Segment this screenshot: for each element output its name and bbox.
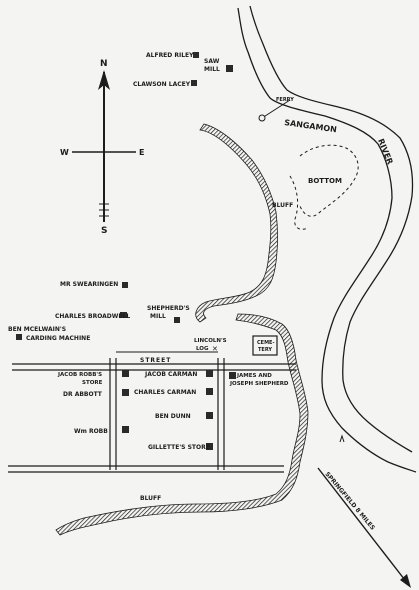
bottom-contours — [289, 144, 359, 230]
building-jacob-robbs-store — [122, 370, 129, 377]
label-saw-mill-2: MILL — [204, 66, 220, 73]
label-river: RIVER — [376, 137, 394, 165]
label-sangamon: SANGAMON — [284, 118, 338, 134]
street-grid — [8, 351, 296, 473]
label-street: STREET — [140, 357, 171, 364]
label-shepherds-mill-2: MILL — [150, 313, 166, 320]
label-jacob-carman: JACOB CARMAN — [144, 371, 197, 378]
building-mr-swearingen — [122, 282, 128, 288]
label-lincolns-log-1: LINCOLN'S — [194, 338, 227, 344]
label-charles-carman: CHARLES CARMAN — [134, 389, 196, 396]
label-bottom: BOTTOM — [308, 177, 342, 185]
compass-west: W — [60, 148, 69, 157]
label-cemetery-1: CEME- — [257, 340, 275, 346]
springfield-arrow-icon — [400, 574, 411, 588]
label-ferry: FERRY — [276, 97, 294, 103]
sangamon-river — [237, 5, 417, 473]
compass-east: E — [139, 148, 144, 157]
building-jacob-carman — [206, 370, 213, 377]
building-gillettes-store — [206, 443, 213, 450]
buildings — [16, 52, 278, 450]
label-gillettes-store: GILLETTE'S STORE — [148, 444, 210, 451]
springfield-arrow — [317, 467, 411, 588]
building-ben-dunn — [206, 412, 213, 419]
label-bluff-upper: BLUFF — [272, 202, 293, 209]
label-alfred-riley: ALFRED RILEY — [146, 52, 194, 59]
north-arrow-icon — [98, 70, 110, 90]
compass — [72, 70, 136, 222]
label-lincolns-log-2: LOG — [196, 346, 209, 352]
building-wm-robb — [122, 426, 129, 433]
building-clawson-lacey — [191, 80, 197, 86]
cemetery — [252, 335, 278, 356]
label-ben-mcelwain-1: BEN MCELWAIN'S — [8, 326, 66, 333]
building-shepherds-mill — [174, 317, 180, 323]
ferry-line — [261, 99, 291, 119]
label-bluff-lower: BLUFF — [140, 495, 161, 502]
label-shepherds-mill-1: SHEPHERD'S — [147, 305, 190, 312]
label-charles-broadwell: CHARLES BROADWELL — [55, 313, 130, 320]
label-ben-mcelwain-2: CARDING MACHINE — [26, 335, 90, 342]
building-alfred-riley — [193, 52, 199, 58]
building-dr-abbott — [122, 389, 129, 396]
building-charles-carman — [206, 388, 213, 395]
label-ben-dunn: BEN DUNN — [155, 413, 191, 420]
bluff — [55, 123, 309, 536]
label-cemetery-2: TERY — [258, 347, 272, 353]
label-james-joseph-2: JOSEPH SHEPHERD — [229, 381, 289, 387]
label-jacob-robbs-2: STORE — [82, 380, 103, 386]
building-saw-mill — [226, 65, 233, 72]
compass-south: S — [101, 226, 107, 236]
label-mr-swearingen: MR SWEARINGEN — [60, 281, 118, 288]
lincolns-log-marker: ✕ — [212, 345, 218, 353]
compass-north: N — [100, 59, 108, 69]
label-wm-robb: Wm ROBB — [74, 428, 108, 435]
label-james-joseph-1: JAMES AND — [236, 373, 272, 379]
building-charles-broadwell — [120, 312, 127, 318]
label-clawson-lacey: CLAWSON LACEY — [133, 81, 191, 88]
label-jacob-robbs-1: JACOB ROBB'S — [57, 372, 102, 378]
label-saw-mill-1: SAW — [204, 58, 220, 65]
building-james-joseph-shepherd — [229, 372, 236, 379]
ferry-landing — [258, 114, 266, 122]
label-dr-abbott: DR ABBOTT — [63, 391, 103, 398]
building-ben-mcelwain — [16, 334, 22, 340]
label-springfield: SPRINGFIELD 8 MILES — [323, 471, 376, 532]
